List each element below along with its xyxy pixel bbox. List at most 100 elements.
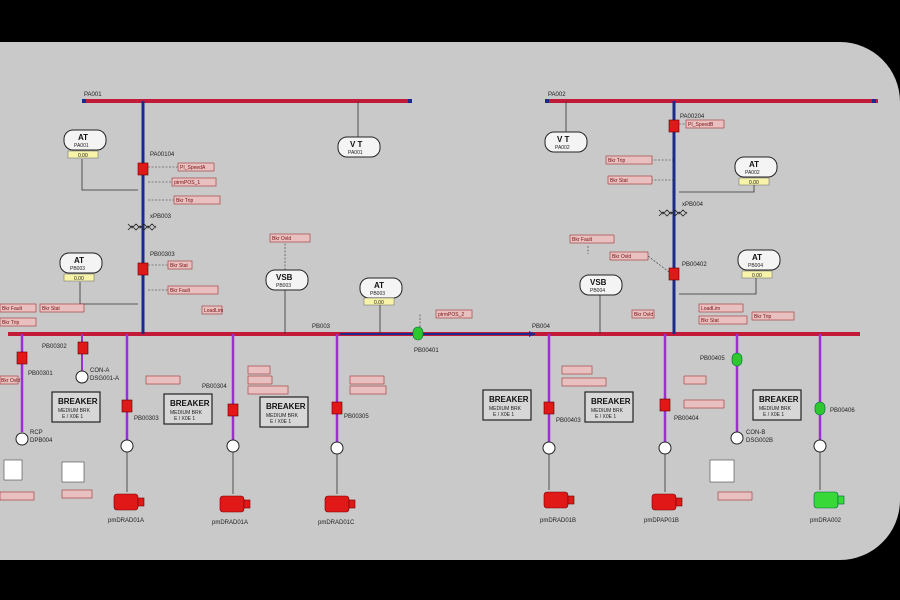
- breaker-pb00301[interactable]: [16, 351, 28, 365]
- status-tag[interactable]: Bkr Ovld: [631, 309, 655, 319]
- motor-icon[interactable]: [324, 495, 356, 513]
- status-tag[interactable]: [61, 489, 93, 499]
- status-tag[interactable]: Bkr Ovld: [269, 233, 311, 270]
- svg-text:PB003: PB003: [370, 291, 385, 297]
- status-tag[interactable]: [247, 365, 271, 375]
- motor-label: pmDRAD01A: [212, 520, 248, 526]
- status-tag[interactable]: [145, 375, 181, 385]
- meter-vt-pa002[interactable]: V T PA002: [544, 131, 588, 153]
- relay-box[interactable]: [3, 459, 23, 481]
- meter-vt-pa001[interactable]: V T PA001: [337, 136, 381, 158]
- breaker-label: PB00302: [42, 344, 67, 350]
- status-tag[interactable]: Bkr Trip: [751, 311, 795, 321]
- breaker-pb00304[interactable]: [227, 403, 239, 417]
- meter-vsb-pb003[interactable]: VSB PB003: [265, 269, 309, 291]
- relay-box[interactable]: [709, 459, 735, 483]
- meter-at-pb003-b[interactable]: AT PB003 0.00: [359, 277, 403, 306]
- svg-text:MEDIUM BRK: MEDIUM BRK: [591, 408, 624, 414]
- status-tag[interactable]: Bkr Ovld: [609, 251, 670, 273]
- breaker-label: PB00304: [202, 384, 227, 390]
- relay-box[interactable]: [61, 461, 85, 483]
- status-tag[interactable]: Bkr Stat: [39, 303, 85, 313]
- one-line-diagram-panel: PA001 PA002 PB003 PB004 PA00104 PB00303 …: [0, 42, 900, 560]
- feeder-panel[interactable]: BREAKER MEDIUM BRK E / X0E 1: [163, 393, 213, 425]
- breaker-pb00404[interactable]: [659, 398, 671, 412]
- status-tag[interactable]: [717, 491, 753, 501]
- breaker-pb00303[interactable]: [137, 262, 149, 276]
- status-tag[interactable]: [683, 375, 707, 385]
- meter-vsb-pb004[interactable]: VSB PB004: [579, 274, 623, 296]
- breaker-pb00403[interactable]: [543, 401, 555, 415]
- status-tag[interactable]: PI_SpeedA: [148, 162, 215, 172]
- status-tag[interactable]: ptrmPOS_1: [148, 177, 217, 187]
- status-tag[interactable]: Bkr Fault: [148, 285, 219, 295]
- isolator-label: xPB004: [682, 202, 704, 208]
- motor-label: pmDRAD01B: [540, 518, 576, 524]
- motor-icon[interactable]: [113, 493, 145, 511]
- status-tag[interactable]: Bkr Stat: [698, 315, 748, 325]
- status-tag[interactable]: LoadLim: [201, 305, 223, 315]
- meter-lead: [79, 282, 138, 305]
- feeder-panel[interactable]: BREAKER MEDIUM BRK E / X0E 1: [752, 389, 802, 421]
- svg-text:VSB: VSB: [590, 278, 607, 287]
- meter-at-pb003[interactable]: AT PB003 0.00: [59, 252, 103, 282]
- breaker-pb00402[interactable]: [668, 267, 680, 281]
- svg-text:MEDIUM BRK: MEDIUM BRK: [489, 406, 522, 412]
- breaker-label: PB00401: [414, 348, 439, 354]
- status-tag[interactable]: [247, 375, 273, 385]
- svg-text:AT: AT: [78, 133, 88, 142]
- feeder-panel[interactable]: BREAKER MEDIUM BRK E / X0E 1: [51, 391, 101, 423]
- status-tag[interactable]: Bkr Fault: [0, 303, 37, 313]
- svg-text:VSB: VSB: [276, 273, 293, 282]
- status-tag[interactable]: [683, 399, 725, 409]
- breaker-pb00303[interactable]: [121, 399, 133, 413]
- status-tag[interactable]: Bkr Stat: [607, 175, 674, 185]
- status-tag[interactable]: Bkr Stat: [148, 260, 193, 270]
- isolator-right[interactable]: [658, 209, 688, 217]
- status-tag[interactable]: Bkr Trip: [0, 317, 37, 327]
- feeder-panel[interactable]: BREAKER MEDIUM BRK E / X0E 1: [482, 389, 532, 421]
- motor-icon[interactable]: [219, 495, 251, 513]
- feeder-panel[interactable]: BREAKER MEDIUM BRK E / X0E 1: [259, 396, 309, 428]
- meter-at-pb004[interactable]: AT PB004 0.00: [737, 249, 781, 279]
- breaker-pa00104[interactable]: [137, 162, 149, 176]
- meter-lead: [679, 278, 757, 295]
- breaker-pb00401[interactable]: [412, 326, 424, 341]
- svg-text:0.00: 0.00: [374, 300, 384, 306]
- svg-text:0.00: 0.00: [752, 273, 762, 279]
- isolator-left[interactable]: [127, 223, 157, 231]
- status-tag[interactable]: Bkr Trip: [148, 195, 221, 205]
- status-tag[interactable]: Bkr Fault: [569, 234, 615, 254]
- svg-text:MEDIUM BRK: MEDIUM BRK: [266, 413, 299, 419]
- status-tag[interactable]: ptrmPOS_2: [419, 309, 473, 334]
- breaker-label: PB00301: [28, 371, 53, 377]
- status-tag[interactable]: PI_SpeedB: [679, 119, 725, 129]
- motor-icon[interactable]: [543, 491, 575, 509]
- status-tag[interactable]: [0, 491, 35, 501]
- status-tag[interactable]: Bkr Trip: [605, 155, 674, 165]
- feeder-panel[interactable]: BREAKER MEDIUM BRK E / X0E 1: [584, 391, 634, 423]
- status-tag[interactable]: [561, 377, 607, 387]
- motor-icon[interactable]: [813, 491, 845, 509]
- status-tag[interactable]: [561, 365, 593, 375]
- breaker-pb00406[interactable]: [814, 401, 826, 416]
- transformer-label: CON-A: [90, 368, 109, 374]
- svg-text:Bkr Ovld: Bkr Ovld: [612, 254, 631, 260]
- svg-text:E / X0E 1: E / X0E 1: [595, 414, 616, 420]
- breaker-label: PB00405: [700, 356, 725, 362]
- meter-at-pa002[interactable]: AT PA002 0.00: [734, 156, 778, 186]
- breaker-pb00305[interactable]: [331, 401, 343, 415]
- status-tag[interactable]: [349, 385, 387, 395]
- svg-text:Bkr Fault: Bkr Fault: [170, 288, 191, 294]
- breaker-pb00302[interactable]: [77, 341, 89, 355]
- status-tag[interactable]: Bkr Ovld: [0, 375, 20, 385]
- motor-icon[interactable]: [651, 493, 683, 511]
- status-tag[interactable]: [349, 375, 385, 385]
- motor-label: pmDRAD01A: [108, 518, 144, 524]
- current-transformer-icon: [813, 439, 827, 453]
- breaker-pa00204[interactable]: [668, 119, 680, 133]
- status-tag[interactable]: LoadLim: [698, 303, 744, 313]
- meter-at-pa001[interactable]: AT PA001 0.00: [63, 129, 107, 159]
- status-tag[interactable]: [247, 385, 289, 395]
- breaker-pb00405[interactable]: [731, 352, 743, 367]
